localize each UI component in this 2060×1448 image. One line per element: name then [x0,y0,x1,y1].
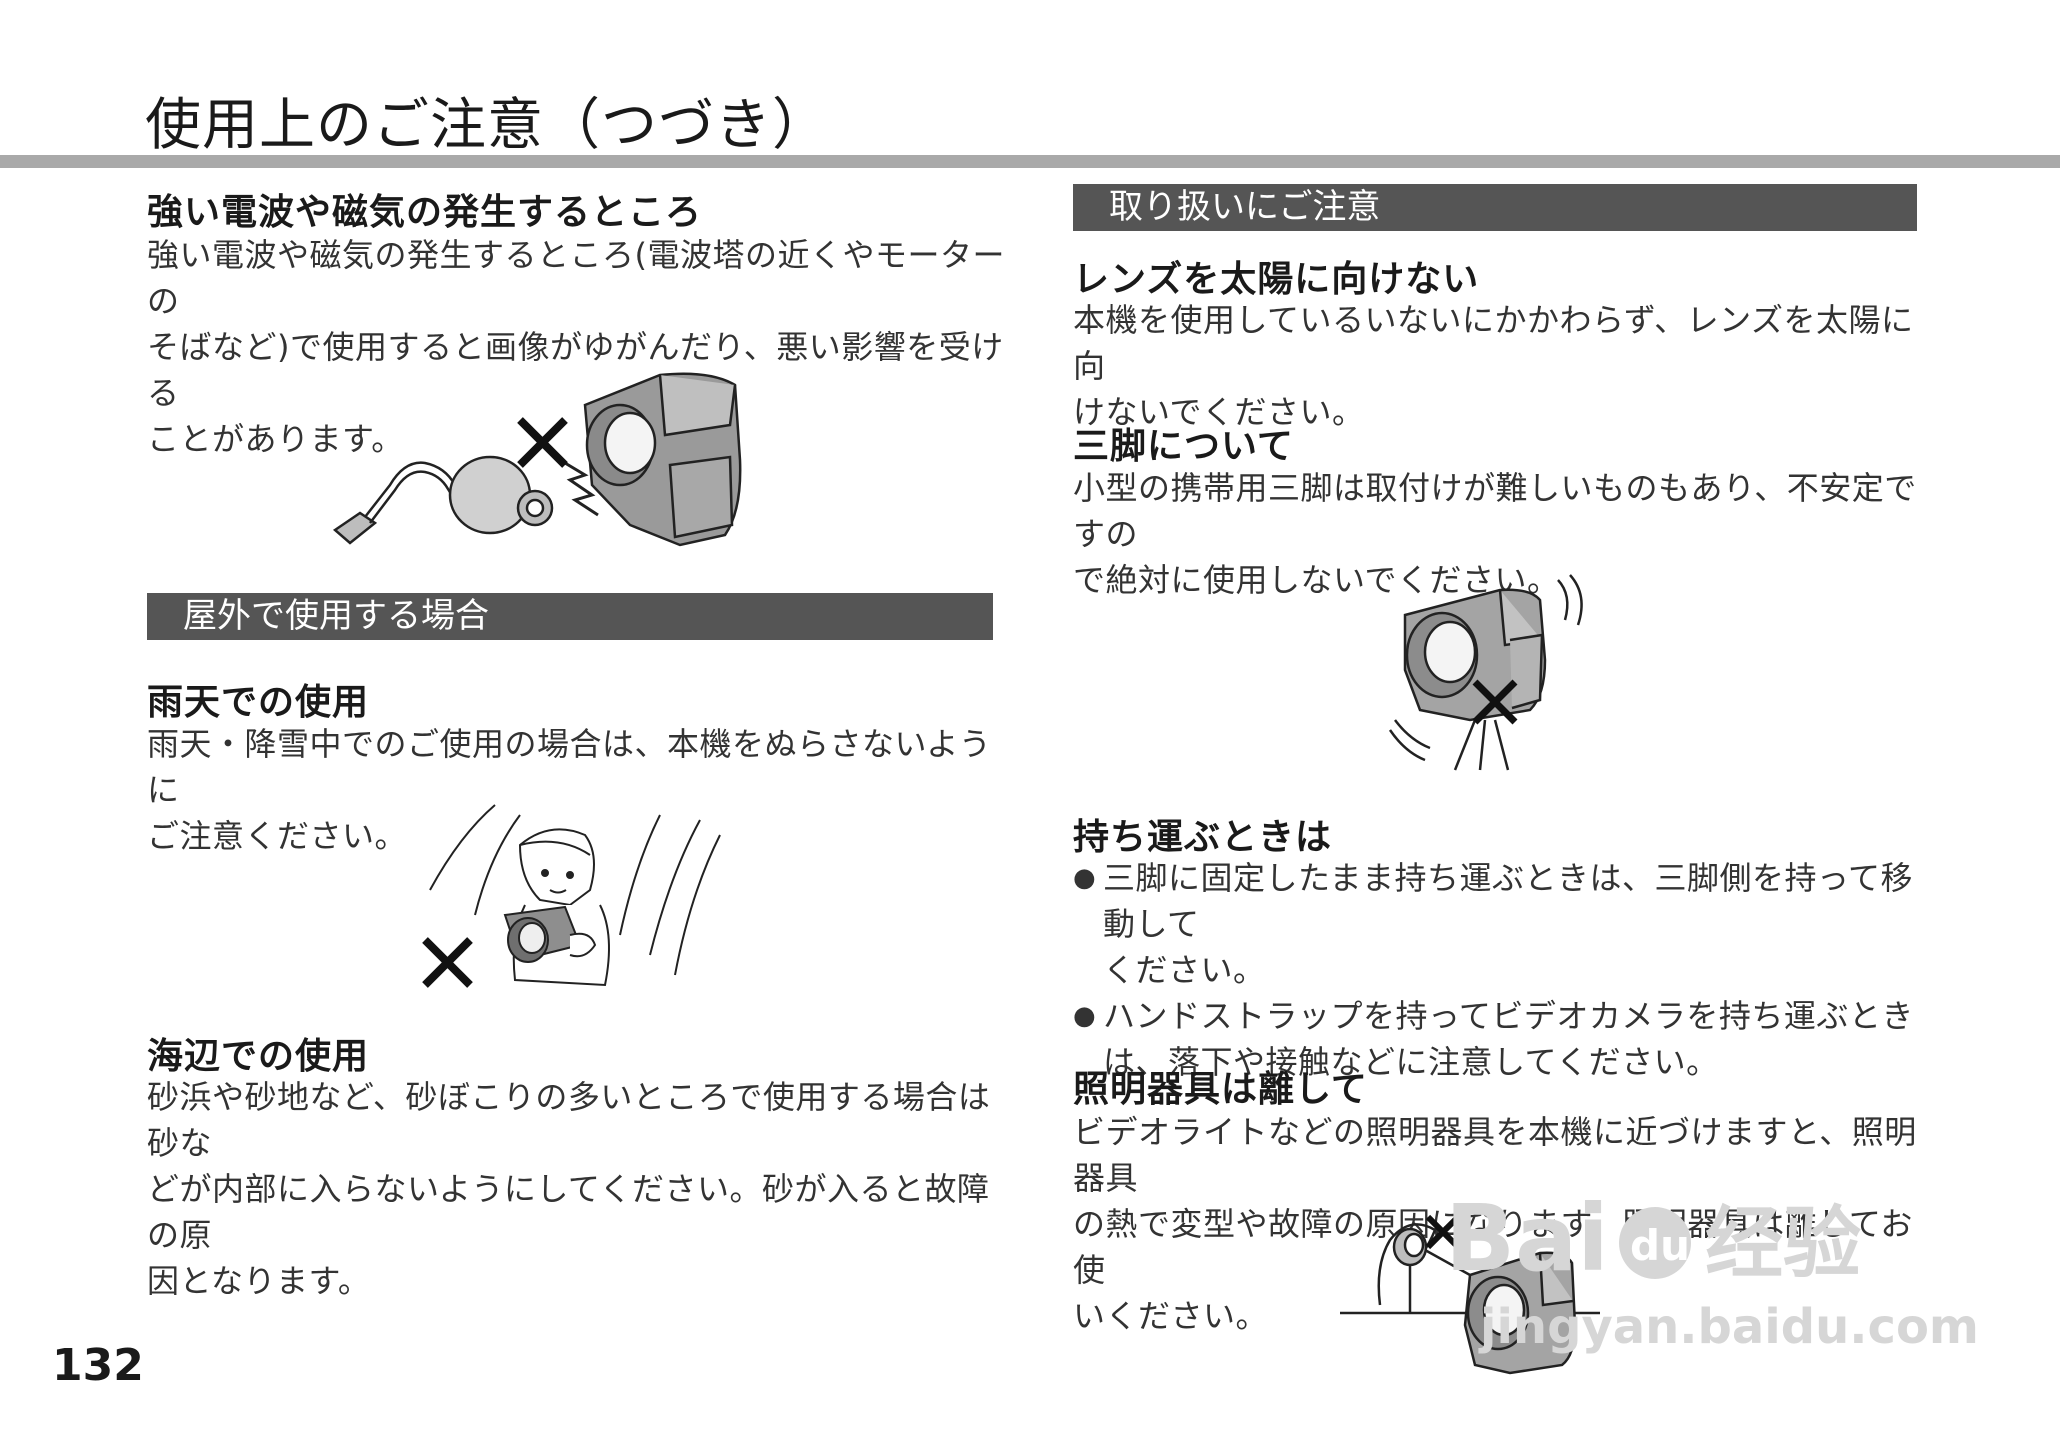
title-divider [0,155,2060,168]
bullet-icon: ● [1073,1001,1097,1031]
lights-line: の熱で変型や故障の原因になります。照明器具は離してお使 [1073,1205,1913,1289]
lights-line: ビデオライトなどの照明器具を本機に近づけますと、照明器具 [1073,1113,1917,1197]
tripod-line: で絶対に使用しないでください。 [1073,561,1560,599]
lens-text: 本機を使用しているいないにかかわらず、レンズを太陽に向 けないでください。 [1073,297,1933,435]
baidu-watermark: Bai du 经验 jingyan.baidu.com [1445,1185,1979,1355]
lens-line: 本機を使用しているいないにかかわらず、レンズを太陽に向 [1073,301,1914,385]
tripod-heading: 三脚について [1073,426,1294,467]
page-title: 使用上のご注意（つづき） [145,93,829,158]
page-number: 132 [52,1340,144,1391]
beach-heading: 海辺での使用 [147,1036,370,1077]
carry-heading: 持ち運ぶときは [1073,817,1333,858]
beach-text: 砂浜や砂地など、砂ぼこりの多いところで使用する場合は砂な どが内部に入らないよう… [147,1074,1007,1304]
outdoor-section-bar: 屋外で使用する場合 [147,593,993,640]
carry-bullet-item: ● 三脚に固定したまま持ち運ぶときは、三脚側を持って移動して ください。 [1073,855,1933,993]
carry-bullet-item: ● ハンドストラップを持ってビデオカメラを持ち運ぶとき は、落下や接触などに注意… [1073,993,1933,1085]
lights-heading: 照明器具は離して [1073,1069,1368,1110]
carry-bullet-line: 三脚に固定したまま持ち運ぶときは、三脚側を持って移動して [1103,859,1913,943]
watermark-logo-text: Bai [1445,1185,1609,1292]
carry-list: ● 三脚に固定したまま持ち運ぶときは、三脚側を持って移動して ください。 ● ハ… [1073,855,1933,1085]
tripod-text: 小型の携帯用三脚は取付けが難しいものもあり、不安定ですの で絶対に使用しないでく… [1073,465,1933,603]
beach-line: 砂浜や砂地など、砂ぼこりの多いところで使用する場合は砂な [147,1078,991,1162]
rain-illustration [422,804,721,988]
watermark-url: jingyan.baidu.com [1478,1299,1979,1355]
beach-line: 因となります。 [147,1262,371,1300]
watermark-logo-text2: du [1630,1221,1690,1270]
lens-line: けないでください。 [1073,393,1365,431]
emission-line: そばなど)で使用すると画像がゆがんだり、悪い影響を受ける [147,328,1004,412]
rain-heading: 雨天での使用 [147,682,370,723]
emission-heading: 強い電波や磁気の発生するところ [147,192,703,233]
beach-line: どが内部に入らないようにしてください。砂が入ると故障の原 [147,1170,990,1254]
rain-line: ご注意ください。 [147,817,408,855]
lamp-camera-illustration [1340,1214,1600,1375]
bullet-icon: ● [1073,863,1097,893]
tripod-illustration [1388,574,1583,771]
vacuum-camera-illustration [332,372,742,547]
rain-line: 雨天・降雪中でのご使用の場合は、本機をぬらさないように [147,725,992,809]
handling-section-bar: 取り扱いにご注意 [1073,184,1917,231]
carry-bullet-line: ください。 [1103,951,1266,989]
rain-text: 雨天・降雪中でのご使用の場合は、本機をぬらさないように ご注意ください。 [147,721,1007,859]
emission-text: 強い電波や磁気の発生するところ(電波塔の近くやモーターの そばなど)で使用すると… [147,232,1007,462]
emission-line: 強い電波や磁気の発生するところ(電波塔の近くやモーターの [147,236,1005,320]
lights-text: ビデオライトなどの照明器具を本機に近づけますと、照明器具 の熱で変型や故障の原因… [1073,1109,1933,1339]
carry-bullet-line: ハンドストラップを持ってビデオカメラを持ち運ぶとき [1103,997,1914,1035]
emission-line: ことがあります。 [147,420,404,458]
carry-bullet-line: は、落下や接触などに注意してください。 [1103,1043,1719,1081]
tripod-line: 小型の携帯用三脚は取付けが難しいものもあり、不安定ですの [1073,469,1917,553]
lens-heading: レンズを太陽に向けない [1073,259,1480,300]
watermark-logo-cn: 经验 [1705,1199,1861,1289]
lights-line: いください。 [1073,1297,1269,1335]
